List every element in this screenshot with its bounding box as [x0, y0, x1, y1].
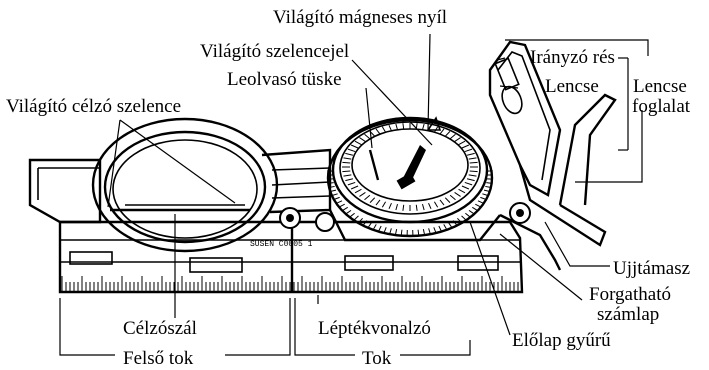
compass-base: SUSEN C0005 1 — [60, 222, 522, 292]
label-reading-pin: Leolvasó tüske — [227, 69, 342, 90]
label-luminous-capsule-mark: Világító szelencejel — [200, 41, 349, 62]
label-lens: Lencse — [545, 76, 599, 97]
label-luminous-magnetic-arrow: Világító mágneses nyíl — [273, 7, 447, 28]
label-upper-case: Felső tok — [123, 348, 194, 369]
scale-ruler-ticks — [62, 276, 518, 292]
upper-case-tray — [30, 160, 100, 222]
label-rotating-dial-1: Forgatható — [589, 284, 671, 305]
label-bezel-ring: Előlap gyűrű — [512, 330, 611, 351]
label-lens-holder-1: Lencse — [633, 76, 687, 97]
labels: Világító mágneses nyíl Világító szelence… — [6, 7, 691, 369]
label-sighting-slot: Irányzó rés — [530, 47, 615, 68]
label-case: Tok — [362, 348, 392, 369]
label-scale-ruler: Léptékvonalzó — [318, 318, 431, 339]
sighting-cover — [93, 119, 277, 251]
case-imprint: SUSEN C0005 1 — [250, 240, 313, 249]
label-luminous-sighting-capsule: Világító célzó szelence — [6, 96, 181, 117]
hinge — [262, 150, 334, 231]
label-thumb-loop: Ujjtámasz — [613, 258, 690, 279]
label-rotating-dial-2: számlap — [597, 304, 659, 325]
label-sighting-wire: Célzószál — [123, 318, 197, 339]
label-lens-holder-2: foglalat — [632, 96, 691, 117]
